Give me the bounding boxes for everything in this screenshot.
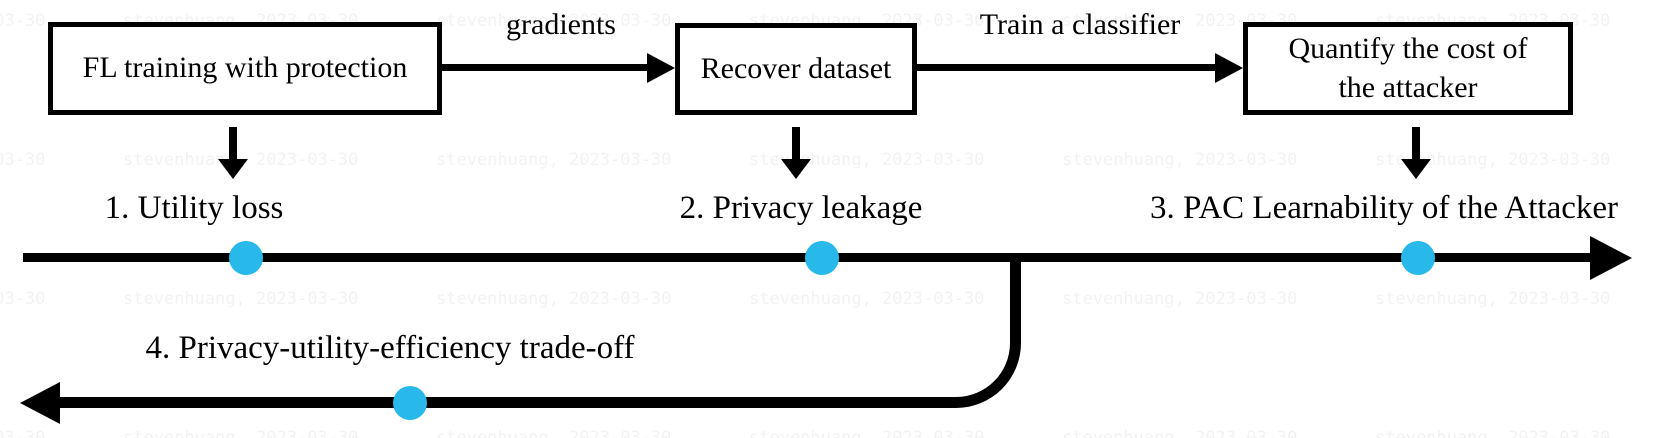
timeline-label-pac-learnability: 3. PAC Learnability of the Attacker <box>1149 190 1619 226</box>
watermark-text: stevenhuang, 2023-03-30 <box>436 289 672 309</box>
timeline-label-privacy-leakage: 2. Privacy leakage <box>679 190 923 226</box>
watermark-text: stevenhuang, 2023-03-30 <box>436 150 672 170</box>
arrow-train-classifier-shaft <box>913 64 1217 71</box>
box-fl-training: FL training with protection <box>48 22 442 115</box>
down-arrow-1-shaft <box>229 127 237 161</box>
timeline-dot-pac-learnability <box>1401 241 1435 275</box>
down-arrow-3-head-icon <box>1401 159 1431 179</box>
timeline-dot-tradeoff <box>393 386 427 420</box>
down-arrow-2-head-icon <box>781 159 811 179</box>
arrow-gradients-shaft <box>442 64 650 71</box>
edge-label-train-classifier: Train a classifier <box>979 8 1181 41</box>
box-quantify-cost: Quantify the cost of the attacker <box>1243 22 1573 115</box>
watermark-text: stevenhuang, 2023-03-30 <box>1062 11 1298 31</box>
watermark-text: stevenhuang, 2023-03-30 <box>1375 150 1611 170</box>
watermark-text: stevenhuang, 2023-03-30 <box>123 428 359 438</box>
watermark-text: stevenhuang, 2023-03-30 <box>123 289 359 309</box>
arrow-gradients-head-icon <box>647 53 675 83</box>
box-recover-dataset: Recover dataset <box>675 23 917 115</box>
arrow-train-classifier-head-icon <box>1215 53 1243 83</box>
watermark-text: stevenhuang, 2023-03-30 <box>1062 428 1298 438</box>
box-quantify-cost-label-line2: the attacker <box>1338 70 1478 104</box>
watermark-text: stevenhuang, 2023-03-30 <box>436 11 672 31</box>
watermark-text: stevenhuang, 2023-03-30 <box>0 11 46 31</box>
watermark-text: stevenhuang, 2023-03-30 <box>1062 289 1298 309</box>
watermark-text: stevenhuang, 2023-03-30 <box>0 428 46 438</box>
timeline-right-arrowhead-icon <box>1590 236 1632 280</box>
watermark-text: stevenhuang, 2023-03-30 <box>1062 150 1298 170</box>
watermark-text: stevenhuang, 2023-03-30 <box>0 289 46 309</box>
timeline-dot-privacy-leakage <box>805 241 839 275</box>
branch-bottom-line <box>50 397 942 408</box>
box-quantify-cost-label-line1: Quantify the cost of <box>1288 32 1528 66</box>
box-fl-training-label: FL training with protection <box>82 51 408 85</box>
watermark-text: stevenhuang, 2023-03-30 <box>1375 428 1611 438</box>
watermark-text: stevenhuang, 2023-03-30 <box>749 289 985 309</box>
down-arrow-2-shaft <box>792 127 800 161</box>
branch-left-arrowhead-icon <box>20 382 60 424</box>
timeline-label-utility-loss: 1. Utility loss <box>104 190 284 226</box>
timeline-dot-utility-loss <box>229 241 263 275</box>
watermark-text: stevenhuang, 2023-03-30 <box>1375 289 1611 309</box>
down-arrow-1-head-icon <box>218 159 248 179</box>
down-arrow-3-shaft <box>1412 127 1420 161</box>
watermark-text: stevenhuang, 2023-03-30 <box>0 150 46 170</box>
box-recover-dataset-label: Recover dataset <box>700 51 892 85</box>
edge-label-gradients: gradients <box>506 8 616 41</box>
watermark-text: stevenhuang, 2023-03-30 <box>436 428 672 438</box>
branch-elbow-curve <box>940 258 1021 408</box>
branch-label-tradeoff: 4. Privacy-utility-efficiency trade-off <box>145 330 635 366</box>
watermark-text: stevenhuang, 2023-03-30 <box>749 428 985 438</box>
